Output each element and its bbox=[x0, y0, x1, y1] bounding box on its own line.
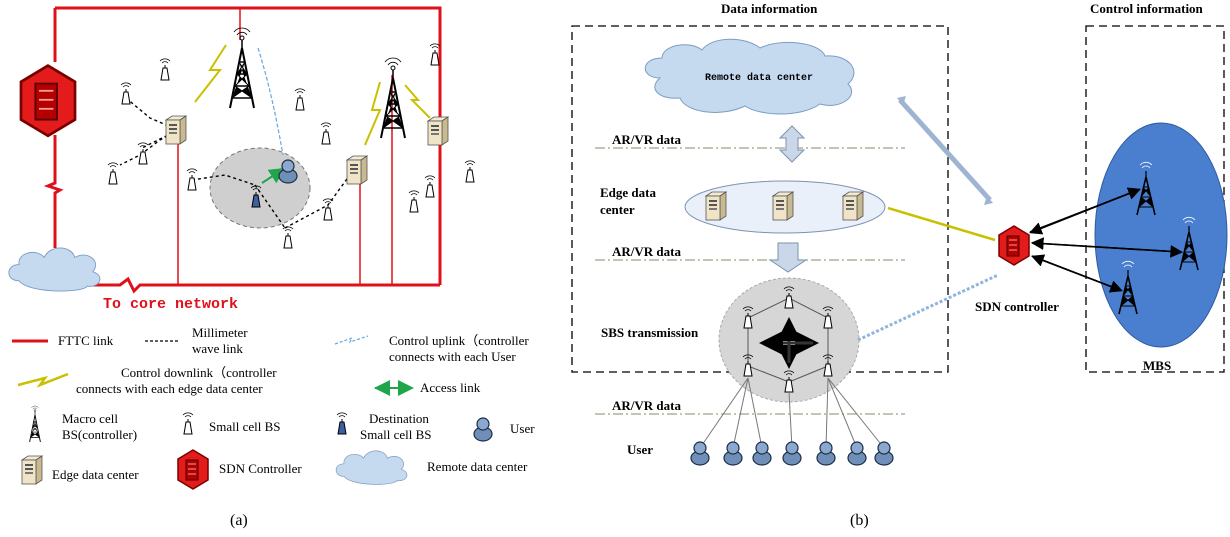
sdn-controller-icon bbox=[998, 225, 1030, 266]
sbs-label: SBS transmission bbox=[601, 325, 699, 340]
panel-b bbox=[571, 25, 1228, 466]
destination-cell-area bbox=[209, 147, 311, 229]
arvr-label-1: AR/VR data bbox=[612, 132, 681, 147]
legend-a bbox=[12, 335, 493, 490]
legend-uplink-line1: Control uplink（controller bbox=[389, 333, 529, 348]
users-row bbox=[690, 441, 894, 466]
sdn-controller-icon bbox=[19, 64, 77, 138]
legend-mmwave-line1: Millimeter bbox=[192, 325, 248, 340]
sbs-cross-arrows bbox=[759, 317, 819, 369]
legend-uplink-line2: connects with each User bbox=[389, 349, 516, 364]
caption-b: (b) bbox=[850, 512, 869, 529]
core-network-label: To core network bbox=[103, 296, 238, 313]
legend-dest-line2: Small cell BS bbox=[360, 427, 432, 442]
arvr-arrow-1 bbox=[778, 125, 806, 163]
edge-server-icon bbox=[842, 191, 864, 221]
legend-macro-line2: BS(controller) bbox=[62, 427, 138, 442]
legend-downlink-line1: Control downlink（controller bbox=[121, 365, 277, 380]
user-label: User bbox=[627, 442, 653, 457]
legend-macro-line1: Macro cell bbox=[62, 411, 118, 426]
legend-access-label: Access link bbox=[420, 380, 481, 395]
edge-server-icon bbox=[705, 191, 727, 221]
remote-dc-cloud bbox=[644, 38, 855, 115]
remote-to-sdn-link bbox=[898, 98, 992, 202]
arvr-label-3: AR/VR data bbox=[612, 398, 681, 413]
arvr-label-2: AR/VR data bbox=[612, 244, 681, 259]
mbs-label: MBS bbox=[1143, 358, 1172, 373]
legend-dest-line1: Destination bbox=[369, 411, 429, 426]
legend-fttc-label: FTTC link bbox=[58, 333, 114, 348]
remote-dc-label: Remote data center bbox=[705, 73, 814, 84]
separators bbox=[595, 147, 905, 415]
access-link bbox=[261, 167, 286, 184]
sdn-label: SDN controller bbox=[975, 299, 1059, 314]
edge-to-sdn-link bbox=[887, 206, 996, 242]
caption-a: (a) bbox=[230, 512, 248, 529]
edge-server-icon bbox=[165, 115, 187, 145]
mbs-area bbox=[1094, 122, 1228, 348]
legend-edge-label: Edge data center bbox=[52, 467, 139, 482]
control-downlinks bbox=[194, 44, 431, 146]
edge-label-line2: center bbox=[600, 202, 635, 217]
edge-server-icon bbox=[346, 155, 368, 185]
edge-server-icon bbox=[427, 116, 449, 146]
legend-downlink-line2: connects with each edge data center bbox=[76, 381, 263, 396]
legend-sdn-label: SDN Controller bbox=[219, 461, 302, 476]
macro-bs-icon bbox=[380, 57, 406, 139]
edge-label-line1: Edge data bbox=[600, 185, 656, 200]
edge-server-icon bbox=[772, 191, 794, 221]
legend-mmwave-line2: wave link bbox=[192, 341, 243, 356]
fttc-links bbox=[43, 6, 442, 294]
control-uplink bbox=[257, 47, 284, 156]
legend-user-label: User bbox=[510, 421, 535, 436]
arvr-arrow-2 bbox=[768, 242, 808, 273]
core-cloud-icon bbox=[8, 247, 101, 292]
data-info-title: Data information bbox=[721, 1, 818, 16]
control-info-box bbox=[1085, 25, 1225, 373]
legend-remote-label: Remote data center bbox=[427, 459, 528, 474]
sdn-mbs-links bbox=[1029, 187, 1184, 293]
sbs-to-sdn-link bbox=[857, 273, 999, 342]
control-info-title: Control information bbox=[1090, 1, 1203, 16]
legend-small-label: Small cell BS bbox=[209, 419, 281, 434]
user-links bbox=[699, 377, 885, 449]
macro-bs-icon bbox=[229, 26, 255, 110]
panel-a: To core network bbox=[8, 6, 493, 490]
